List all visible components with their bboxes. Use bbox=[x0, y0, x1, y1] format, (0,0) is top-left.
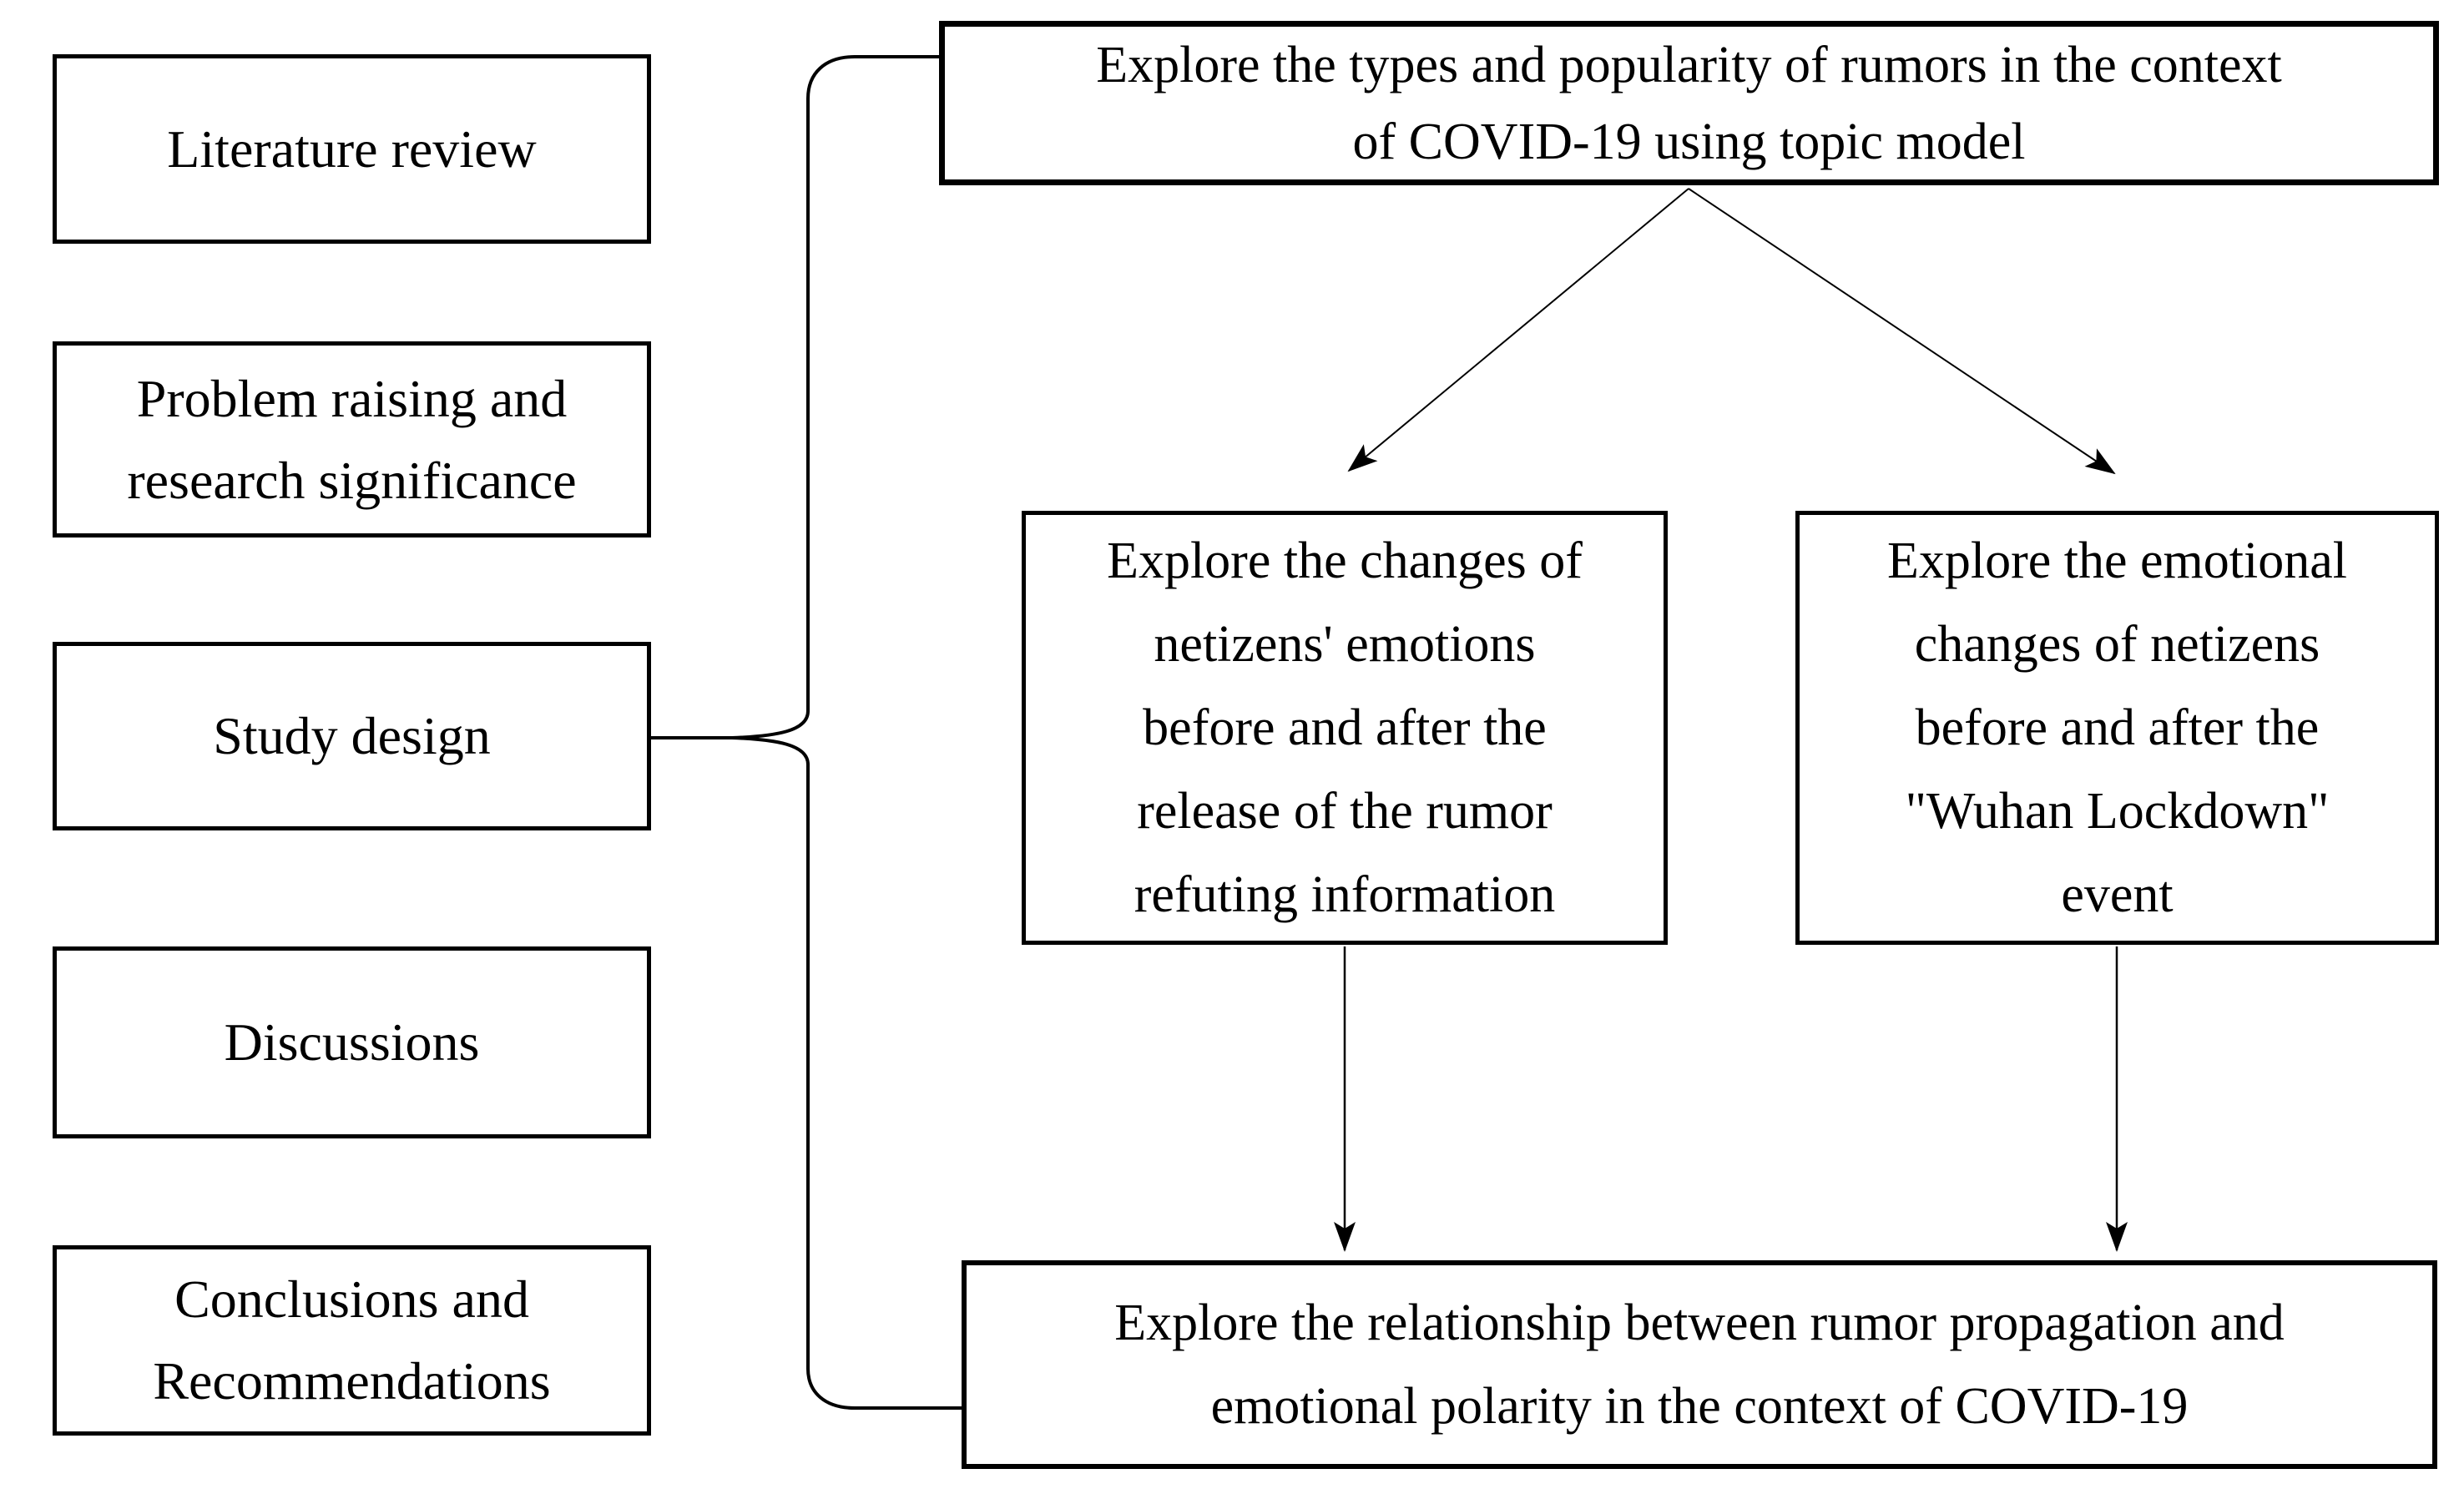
brace-upper-path bbox=[651, 55, 943, 739]
flow-box-rumor-refuting-emotions: Explore the changes of netizens' emotion… bbox=[1022, 511, 1668, 945]
flow-box-rumor-refuting-emotions-label: Explore the changes of netizens' emotion… bbox=[1107, 532, 1583, 923]
chapter-box-problem-raising: Problem raising and research significanc… bbox=[53, 341, 651, 538]
brace-lower-path bbox=[651, 736, 964, 1410]
flow-box-wuhan-lockdown-emotions: Explore the emotional changes of netizen… bbox=[1795, 511, 2439, 945]
chapter-box-literature-review: Literature review bbox=[53, 54, 651, 244]
chapter-box-literature-review-label: Literature review bbox=[167, 119, 537, 179]
arrow-top-to-mid-left bbox=[1347, 188, 1689, 472]
chapter-box-conclusions: Conclusions and Recommendations bbox=[53, 1245, 651, 1436]
chapter-box-study-design: Study design bbox=[53, 642, 651, 830]
flow-box-propagation-polarity-label: Explore the relationship between rumor p… bbox=[1114, 1295, 2285, 1435]
chapter-box-discussions-label: Discussions bbox=[224, 1012, 480, 1072]
chapter-box-discussions: Discussions bbox=[53, 946, 651, 1138]
flow-box-topic-model-label: Explore the types and popularity of rumo… bbox=[1096, 36, 2282, 170]
flow-box-topic-model: Explore the types and popularity of rumo… bbox=[939, 21, 2439, 185]
flow-box-propagation-polarity: Explore the relationship between rumor p… bbox=[962, 1260, 2437, 1469]
chapter-box-study-design-label: Study design bbox=[213, 706, 491, 765]
chapter-box-conclusions-label: Conclusions and Recommendations bbox=[153, 1269, 551, 1411]
arrow-top-to-mid-right bbox=[1688, 188, 2116, 475]
chapter-box-problem-raising-label: Problem raising and research significanc… bbox=[127, 368, 577, 510]
flow-box-wuhan-lockdown-emotions-label: Explore the emotional changes of netizen… bbox=[1887, 532, 2347, 923]
